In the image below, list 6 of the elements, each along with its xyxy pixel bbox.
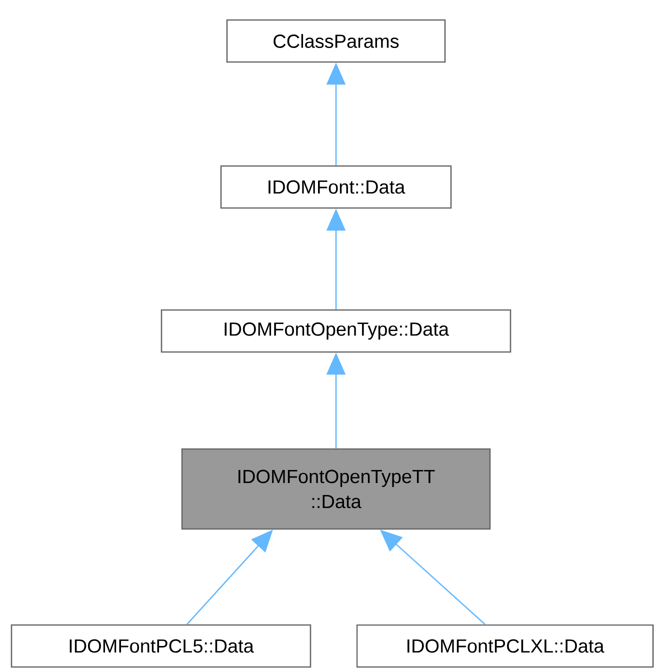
class-box: CClassParams [226,19,446,63]
class-box: IDOMFontOpenType::Data [160,309,512,353]
class-box: IDOMFont::Data [220,165,452,209]
class-box: IDOMFontOpenTypeTT ::Data [181,448,491,530]
class-box: IDOMFontPCLXL::Data [356,624,654,668]
class-box: IDOMFontPCL5::Data [10,624,312,668]
